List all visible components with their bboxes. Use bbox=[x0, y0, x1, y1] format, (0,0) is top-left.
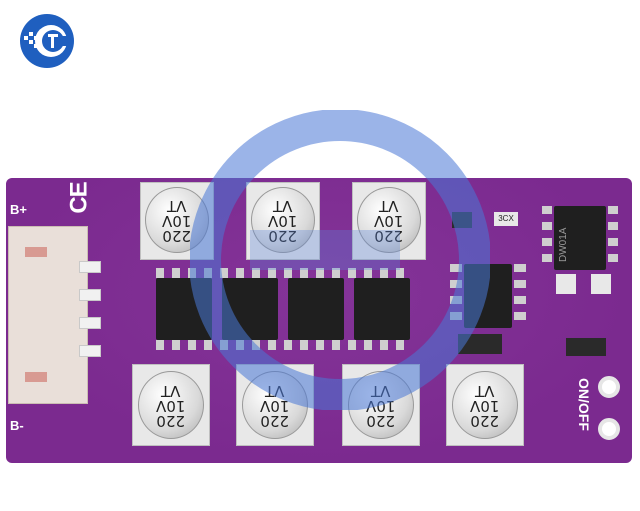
b-minus-label: B- bbox=[10, 418, 24, 433]
capacitor: 220 10V VT bbox=[140, 182, 214, 260]
smd-component bbox=[458, 334, 502, 354]
ce-mark: CE bbox=[65, 182, 93, 214]
control-chip bbox=[464, 264, 512, 328]
smd-component bbox=[566, 338, 606, 356]
mosfet-chip bbox=[288, 278, 344, 340]
capacitor: 220 10V VT bbox=[352, 182, 426, 260]
resistor-300: 3CX bbox=[494, 212, 518, 226]
capacitor: 220 10V VT bbox=[246, 182, 320, 260]
battery-connector bbox=[8, 226, 101, 404]
switch-pad-2 bbox=[598, 418, 620, 440]
switch-pad-1 bbox=[598, 376, 620, 398]
mosfet-chip bbox=[222, 278, 278, 340]
capacitor: 220 10V VT bbox=[236, 364, 314, 446]
protection-ic: DW01A bbox=[554, 206, 606, 270]
capacitor: 220 10V VT bbox=[132, 364, 210, 446]
smd-component bbox=[452, 212, 472, 228]
brand-logo bbox=[20, 14, 74, 68]
b-plus-label: B+ bbox=[10, 202, 27, 217]
mosfet-chip bbox=[354, 278, 410, 340]
on-off-label: ON/OFF bbox=[576, 378, 592, 431]
pcb-board: B+ B- CE 220 10V VT 220 10V VT 220 10V V… bbox=[6, 178, 632, 463]
capacitor: 220 10V VT bbox=[342, 364, 420, 446]
mosfet-chip bbox=[156, 278, 212, 340]
capacitor: 220 10V VT bbox=[446, 364, 524, 446]
